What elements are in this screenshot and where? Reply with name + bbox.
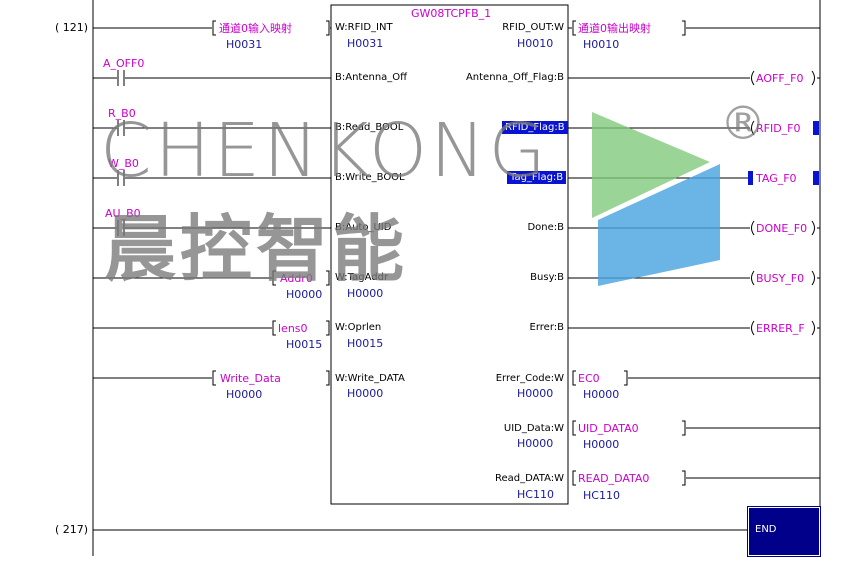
end-instruction[interactable]: END (747, 506, 821, 557)
registered-mark: ® (720, 96, 766, 150)
coil-aoff-f0[interactable]: AOFF_F0 (756, 72, 804, 85)
pin-done: Done:B (527, 222, 564, 233)
coil-tag-f0[interactable]: TAG_F0 (756, 172, 797, 185)
output-read-label[interactable]: READ_DATA0 (578, 472, 650, 485)
coil-busy-f0[interactable]: BUSY_F0 (756, 272, 805, 285)
pin-rfid-out-value: H0010 (517, 37, 554, 50)
coil-errer-f[interactable]: ERRER_F (756, 322, 805, 335)
pin-tag-flag-selected[interactable]: Tag_Flag:B (507, 171, 567, 184)
input-lens-value: H0015 (286, 338, 323, 351)
output-uid-value: H0000 (583, 438, 620, 451)
pin-tag-addr-value: H0000 (347, 287, 384, 300)
input-write-value: H0000 (226, 388, 263, 401)
pin-tag-addr: W:TagAddr (335, 272, 389, 283)
input-rfid-label[interactable]: 通道0输入映射 (219, 22, 292, 35)
pin-busy: Busy:B (530, 272, 564, 283)
input-rfid-value: H0031 (226, 38, 263, 51)
input-addr-label[interactable]: Addr0 (280, 272, 313, 285)
pin-write-data-value: H0000 (347, 387, 384, 400)
pin-uid-data-value: H0000 (517, 437, 554, 450)
output-read-value: HC110 (583, 489, 620, 502)
input-write-label[interactable]: Write_Data (220, 372, 281, 385)
output-rfid-value: H0010 (583, 38, 620, 51)
pin-auto-uid: B:Auto_UID (335, 222, 392, 233)
pin-antenna-off-flag: Antenna_Off_Flag:B (465, 72, 564, 83)
output-ec-value: H0000 (583, 388, 620, 401)
pin-write-bool: B:Write_BOOL (335, 172, 405, 183)
pin-errer-code-value: H0000 (517, 387, 554, 400)
coil-done-f0[interactable]: DONE_F0 (756, 222, 808, 235)
output-uid-label[interactable]: UID_DATA0 (578, 422, 639, 435)
pin-uid-data: UID_Data:W (503, 423, 564, 434)
pin-rfid-out: RFID_OUT:W (502, 22, 564, 33)
pin-rfid-int-value: H0031 (347, 37, 384, 50)
pin-read-data-value: HC110 (517, 488, 554, 501)
output-ec-label[interactable]: EC0 (578, 372, 600, 385)
step-number-top: ( 121) (55, 21, 89, 34)
function-block (330, 4, 569, 505)
input-addr-value: H0000 (286, 288, 323, 301)
pin-oprlen: W:Oprlen (335, 322, 382, 333)
contact-r-b0[interactable]: R_B0 (108, 107, 136, 120)
pin-antenna-off: B:Antenna_Off (335, 72, 408, 83)
pin-errer: Errer:B (529, 322, 564, 333)
pin-read-bool: B:Read_BOOL (335, 122, 404, 133)
contact-au-b0[interactable]: AU_B0 (105, 207, 141, 220)
function-block-name[interactable]: GW08TCPFB_1 (411, 7, 492, 20)
pin-write-data: W:Write_DATA (335, 373, 405, 384)
pin-errer-code: Errer_Code:W (495, 373, 564, 384)
pin-oprlen-value: H0015 (347, 337, 384, 350)
coil-rfid-f0[interactable]: RFID_F0 (756, 122, 801, 135)
step-number-bottom: ( 217) (55, 523, 89, 536)
output-rfid-label[interactable]: 通道0输出映射 (578, 22, 651, 35)
end-label: END (755, 524, 777, 535)
input-lens-label[interactable]: lens0 (278, 322, 308, 335)
pin-rfid-flag-selected[interactable]: RFID_Flag:B (502, 121, 568, 134)
contact-a-off0[interactable]: A_OFF0 (103, 57, 145, 70)
pin-read-data: Read_DATA:W (495, 473, 564, 484)
pin-rfid-int: W:RFID_INT (335, 22, 393, 33)
contact-w-b0[interactable]: W_B0 (108, 157, 139, 170)
